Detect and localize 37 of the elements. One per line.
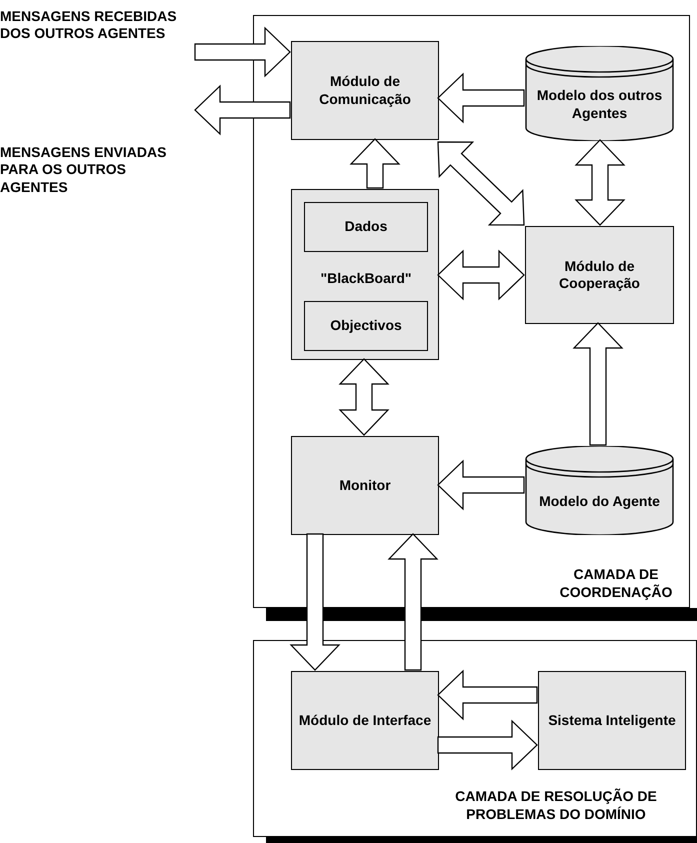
box-label: Modelo dos outros Agentes [536, 87, 664, 122]
block-arrow [437, 250, 525, 300]
message-text: MENSAGENS RECEBIDAS DOS OUTROS AGENTES [0, 8, 178, 42]
process-box [304, 301, 428, 351]
block-arrow [437, 72, 525, 124]
box-label: Monitor [339, 476, 391, 494]
block-arrow [437, 720, 538, 770]
process-box [291, 671, 439, 770]
layer-title: CAMADA DE RESOLUÇÃO DE PROBLEMAS DO DOMÍNIO [454, 788, 658, 823]
block-arrow [437, 141, 525, 226]
block-arrow [437, 670, 538, 720]
process-box [525, 226, 674, 324]
layer-title: CAMADA DE COORDENAÇÃO [558, 566, 674, 601]
box-label: Módulo de Interface [298, 712, 432, 730]
box-label: Módulo de Cooperação [558, 258, 641, 292]
box-label: Modelo do Agente [539, 492, 660, 510]
block-arrow [437, 460, 525, 510]
message-text: MENSAGENS ENVIADAS PARA OS OUTROS AGENTES [0, 144, 168, 196]
block-arrow [574, 139, 626, 226]
block-arrow [194, 84, 291, 136]
box-label: Objectivos [330, 317, 402, 335]
layer-panel [253, 640, 697, 837]
process-box [291, 189, 439, 360]
process-box [291, 436, 439, 535]
block-arrow [350, 138, 400, 189]
process-box [304, 202, 428, 252]
box-label: Dados [344, 218, 388, 236]
block-arrow [338, 358, 390, 436]
box-label: Sistema Inteligente [548, 712, 676, 730]
block-arrow [572, 322, 624, 446]
block-arrow [388, 533, 438, 671]
block-arrow [290, 533, 340, 671]
box-label: "BlackBoard" [319, 270, 413, 288]
process-box [538, 671, 686, 770]
block-arrow [194, 26, 291, 78]
process-box [291, 41, 439, 140]
box-label: Módulo de Comunicação [318, 73, 412, 108]
